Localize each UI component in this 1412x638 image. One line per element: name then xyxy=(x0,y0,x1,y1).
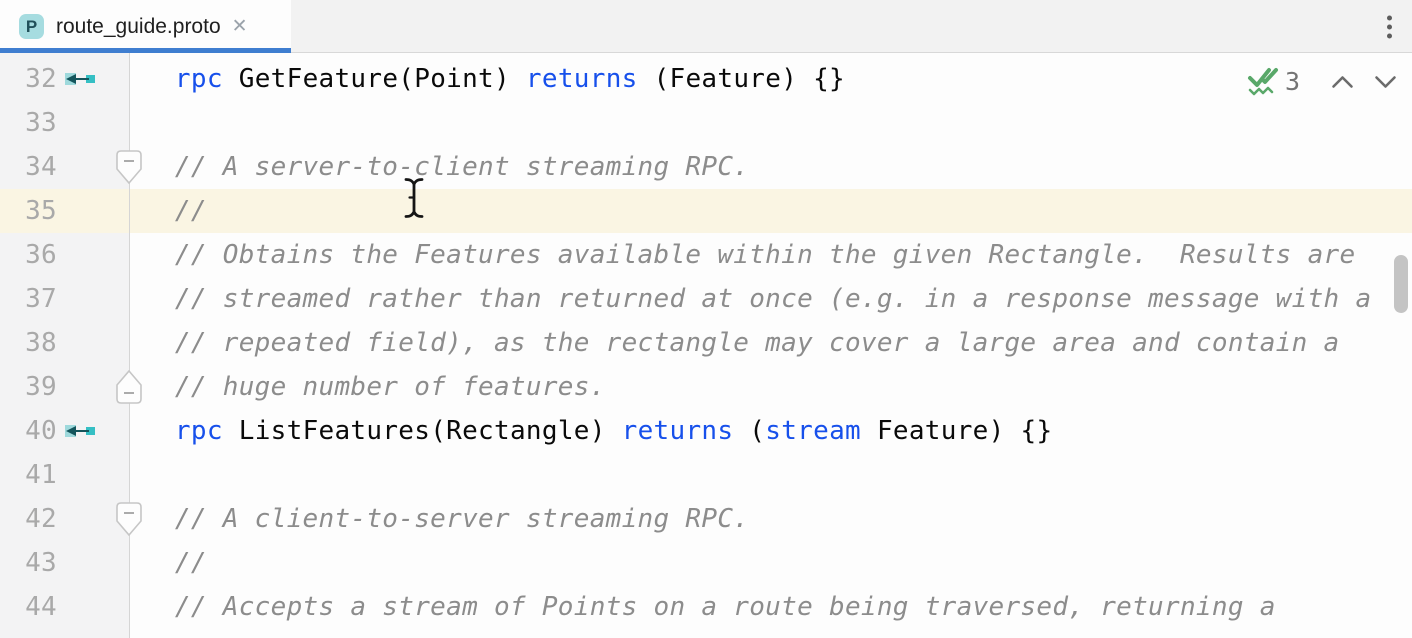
code-text[interactable]: // xyxy=(143,196,207,226)
code-text[interactable]: // huge number of features. xyxy=(143,372,606,402)
inspection-nav-widget: 3 xyxy=(1246,66,1399,97)
code-text[interactable]: // Accepts a stream of Points on a route… xyxy=(143,592,1276,622)
chevron-up-icon[interactable] xyxy=(1329,73,1356,91)
editor-line-39[interactable]: 39 // huge number of features. xyxy=(0,365,1412,409)
code-text[interactable]: // A client-to-server streaming RPC. xyxy=(143,504,750,534)
scrollbar-thumb[interactable] xyxy=(1394,255,1408,313)
editor-line-43[interactable]: 43 // xyxy=(0,541,1412,585)
fold-marker-start-icon[interactable] xyxy=(116,150,142,185)
editor-line-41[interactable]: 41 xyxy=(0,453,1412,497)
gutter-icon-slot xyxy=(57,453,130,497)
rpc-implementation-gutter-icon[interactable] xyxy=(57,57,130,101)
editor-line-34[interactable]: 34 // A server-to-client streaming RPC. xyxy=(0,145,1412,189)
line-number: 38 xyxy=(25,328,57,358)
editor-rows: 32 rpc GetFeature(Point) returns (Featur… xyxy=(0,57,1412,629)
fold-marker-start-icon[interactable] xyxy=(116,502,142,537)
editor-line-33[interactable]: 33 xyxy=(0,101,1412,145)
code-text[interactable]: rpc GetFeature(Point) returns (Feature) … xyxy=(174,64,846,94)
code-text[interactable]: // Obtains the Features available within… xyxy=(143,240,1356,270)
chevron-down-icon[interactable] xyxy=(1372,73,1399,91)
proto-file-type-icon: P xyxy=(19,14,44,39)
line-number: 39 xyxy=(25,372,57,402)
close-tab-icon[interactable]: ✕ xyxy=(231,16,248,37)
gutter-icon-slot xyxy=(57,585,130,629)
rpc-implementation-gutter-icon[interactable] xyxy=(57,409,130,453)
gutter-icon-slot xyxy=(57,189,130,233)
editor-tab-bar: P route_guide.proto ✕ xyxy=(0,0,1412,53)
code-text[interactable]: // xyxy=(143,548,207,578)
line-number: 35 xyxy=(25,196,57,226)
editor-line-36[interactable]: 36 // Obtains the Features available wit… xyxy=(0,233,1412,277)
line-number: 41 xyxy=(25,460,57,490)
line-number: 33 xyxy=(25,108,57,138)
editor-line-40[interactable]: 40 rpc ListFeatures(Rectangle) returns (… xyxy=(0,409,1412,453)
code-text[interactable]: // A server-to-client streaming RPC. xyxy=(143,152,750,182)
line-number: 37 xyxy=(25,284,57,314)
editor-line-37[interactable]: 37 // streamed rather than returned at o… xyxy=(0,277,1412,321)
line-number: 42 xyxy=(25,504,57,534)
editor-line-44[interactable]: 44 // Accepts a stream of Points on a ro… xyxy=(0,585,1412,629)
editor-line-35[interactable]: 35 // xyxy=(0,189,1412,233)
gutter-icon-slot xyxy=(57,233,130,277)
gutter-icon-slot xyxy=(57,277,130,321)
gutter xyxy=(0,53,129,638)
editor-line-38[interactable]: 38 // repeated field), as the rectangle … xyxy=(0,321,1412,365)
tab-route-guide-proto[interactable]: P route_guide.proto ✕ xyxy=(0,0,291,53)
gutter-icon-slot xyxy=(57,321,130,365)
line-number: 36 xyxy=(25,240,57,270)
editor-line-42[interactable]: 42 // A client-to-server streaming RPC. xyxy=(0,497,1412,541)
result-count: 3 xyxy=(1284,67,1300,96)
gutter-icon-slot xyxy=(57,541,130,585)
line-number: 40 xyxy=(25,416,57,446)
gutter-icon-slot xyxy=(57,101,130,145)
active-tab-indicator xyxy=(0,48,291,53)
tab-title: route_guide.proto xyxy=(56,14,221,38)
line-number: 34 xyxy=(25,152,57,182)
code-text[interactable]: rpc ListFeatures(Rectangle) returns (str… xyxy=(174,416,1053,446)
double-checkmark-icon[interactable] xyxy=(1246,66,1280,97)
line-number: 32 xyxy=(25,64,57,94)
editor-line-32[interactable]: 32 rpc GetFeature(Point) returns (Featur… xyxy=(0,57,1412,101)
code-text[interactable]: // repeated field), as the rectangle may… xyxy=(143,328,1340,358)
line-number: 44 xyxy=(25,592,57,622)
code-editor[interactable]: 32 rpc GetFeature(Point) returns (Featur… xyxy=(0,53,1412,638)
tab-options-kebab-icon[interactable] xyxy=(1384,12,1395,41)
code-text[interactable]: // streamed rather than returned at once… xyxy=(143,284,1372,314)
fold-marker-end-icon[interactable] xyxy=(116,369,142,404)
line-number: 43 xyxy=(25,548,57,578)
